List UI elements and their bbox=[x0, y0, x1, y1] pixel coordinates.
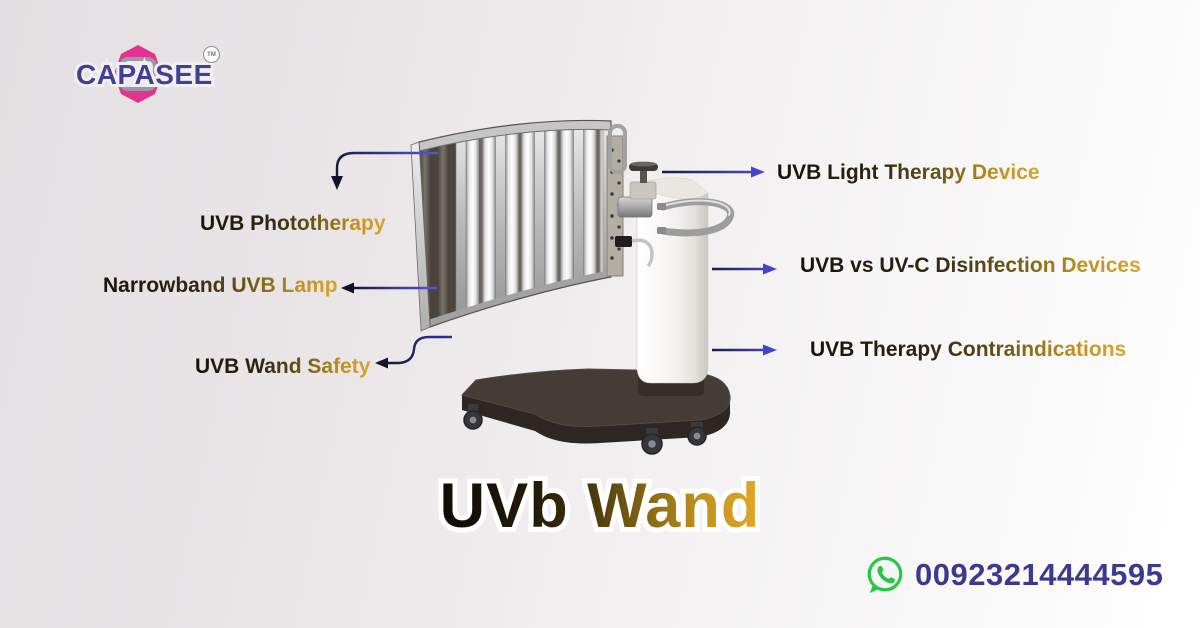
product-title-outline: UVb Wand bbox=[435, 466, 765, 546]
arrow-narrowband bbox=[341, 282, 437, 294]
capasee-logo: CAPASEE CAPASEE TM bbox=[73, 44, 226, 110]
label-wand-safety: UVB Wand Safety bbox=[195, 355, 371, 378]
brand-gem-icon bbox=[114, 45, 162, 103]
arrow-safety bbox=[375, 335, 452, 369]
arrow-contraindications bbox=[712, 344, 777, 356]
caster-wheel bbox=[687, 422, 707, 446]
label-uvc-disinfection: UVB vs UV-C Disinfection Devices bbox=[800, 254, 1141, 277]
brand-name-outline: CAPASEE bbox=[73, 56, 215, 93]
whatsapp-icon bbox=[867, 556, 903, 594]
device-column bbox=[636, 177, 709, 384]
adjustment-knob bbox=[629, 161, 658, 183]
callout-arrows bbox=[331, 151, 777, 369]
lamp-tube bbox=[505, 120, 519, 327]
lamp-tube bbox=[466, 120, 479, 327]
brand-name: CAPASEE bbox=[76, 59, 213, 90]
column-collar bbox=[638, 366, 704, 396]
lamp-tube bbox=[599, 120, 611, 327]
lamp-tube bbox=[544, 120, 558, 327]
label-phototherapy: UVB Phototherapy bbox=[200, 212, 386, 235]
device-handle bbox=[657, 198, 735, 237]
trademark-symbol: TM bbox=[203, 46, 220, 63]
product-title: UVb Wand bbox=[439, 471, 761, 541]
label-light-therapy-device: UVB Light Therapy Device bbox=[777, 161, 1040, 184]
whatsapp-contact[interactable]: 00923214444595 bbox=[864, 554, 1163, 596]
lamp-tube bbox=[583, 120, 597, 327]
label-narrowband-lamp: Narrowband UVB Lamp bbox=[103, 274, 338, 297]
support-arm bbox=[617, 196, 653, 218]
arrow-disinfection bbox=[712, 263, 777, 275]
arrow-phototherapy bbox=[331, 151, 438, 190]
lamp-tube bbox=[521, 120, 535, 327]
arrow-light-therapy bbox=[662, 166, 765, 178]
caster-wheel bbox=[641, 428, 663, 455]
lamp-tube bbox=[560, 120, 574, 327]
caster-wheel bbox=[463, 404, 483, 430]
phone-number[interactable]: 00923214444595 bbox=[915, 557, 1164, 592]
label-contraindications: UVB Therapy Contraindications bbox=[810, 338, 1127, 361]
panel-side-edge bbox=[410, 141, 431, 332]
lamp-tube bbox=[482, 120, 496, 327]
product-title-wrap: UVb Wand UVb Wand bbox=[0, 466, 1200, 546]
power-cord bbox=[615, 236, 654, 268]
mount-bracket bbox=[606, 124, 658, 277]
top-loop-handle bbox=[608, 124, 627, 174]
lamp-panel bbox=[410, 119, 612, 332]
lamp-tube bbox=[419, 120, 431, 327]
lamp-tube bbox=[437, 120, 449, 327]
device-base bbox=[461, 366, 731, 455]
